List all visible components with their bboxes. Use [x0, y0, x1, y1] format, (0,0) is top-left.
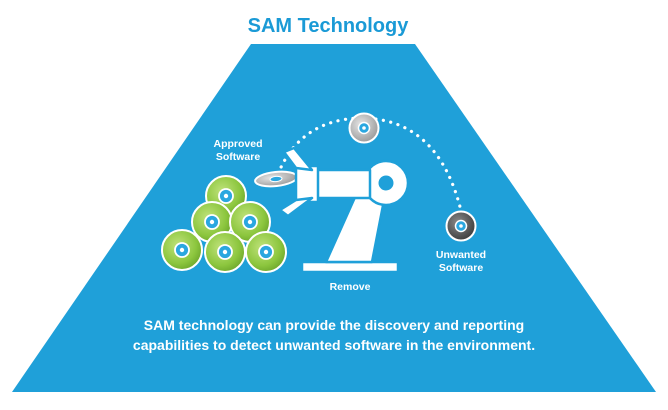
approved-disc-stack — [161, 175, 287, 273]
diagram-title: SAM Technology — [248, 15, 410, 37]
unwanted-label-line1: Unwanted — [436, 249, 486, 261]
caption-line2: capabilities to detect unwanted software… — [133, 337, 535, 353]
approved-label-line1: Approved — [213, 138, 262, 150]
unwanted-disc-icon — [445, 210, 477, 242]
approved-label-line2: Software — [216, 151, 261, 163]
robot-arm-icon — [278, 146, 410, 274]
transit-disc-icon — [348, 112, 380, 144]
triangle-background — [12, 44, 656, 392]
unwanted-label-line2: Software — [439, 262, 484, 274]
caption-line1: SAM technology can provide the discovery… — [144, 317, 524, 333]
remove-label: Remove — [330, 281, 371, 293]
disc-icon — [161, 229, 203, 271]
disc-icon — [245, 231, 287, 273]
disc-icon — [204, 231, 246, 273]
